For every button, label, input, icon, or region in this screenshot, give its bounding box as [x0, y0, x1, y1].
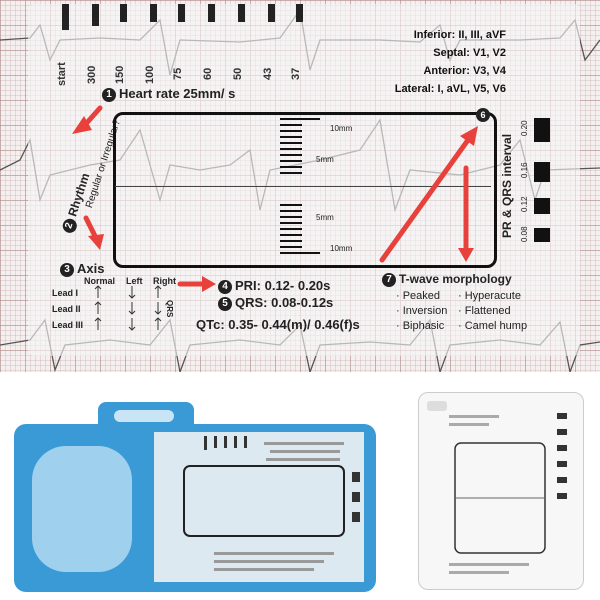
mm-label-upper: 5mm	[316, 155, 334, 164]
step-qrs-label: QRS: 0.08-0.12s	[235, 295, 334, 310]
scale-tick	[120, 4, 127, 22]
step-pri-label: PRI: 0.12- 0.20s	[235, 278, 331, 293]
scale-tick	[238, 4, 245, 22]
axis-header-right: Right	[153, 276, 176, 286]
scale-tick	[208, 4, 215, 22]
step-heart-rate-label: Heart rate 25mm/ s	[119, 86, 236, 101]
clear-ruler-card-photo	[418, 392, 584, 590]
baseline-line	[115, 186, 491, 187]
axis-arrows	[94, 285, 162, 331]
mm-label-lower: 5mm	[316, 213, 334, 222]
lead-groups: Inferior: II, III, aVF Septal: V1, V2 An…	[356, 26, 506, 98]
axis-row-lead-iii: Lead III	[52, 320, 84, 330]
twave-item: · Hyperacute	[458, 290, 521, 302]
measurement-window	[113, 112, 497, 268]
mm-label-top: 10mm	[330, 124, 353, 133]
lead-inferior: Inferior: II, III, aVF	[413, 29, 506, 41]
lead-anterior: Anterior: V3, V4	[423, 65, 506, 77]
scale-tick	[296, 4, 303, 22]
axis-row-lead-ii: Lead II	[52, 304, 81, 314]
scale-tick	[62, 4, 69, 30]
scale-tick	[150, 4, 157, 22]
ecg-ruler-card	[28, 4, 580, 356]
step-number: 7	[382, 272, 396, 287]
axis-row-lead-i: Lead I	[52, 288, 79, 298]
pr-bar	[534, 118, 550, 142]
step-number: 4	[218, 279, 232, 294]
axis-header-normal: Normal	[84, 276, 116, 286]
step-twave-label: T-wave morphology	[399, 272, 512, 286]
red-arrows	[72, 105, 478, 292]
twave-item: · Peaked	[396, 290, 441, 302]
scale-tick	[92, 4, 99, 26]
twave-item: · Flattened	[458, 305, 511, 317]
lead-lateral: Lateral: I, aVL, V5, V6	[394, 83, 506, 95]
mm-label-bottom: 10mm	[330, 244, 353, 253]
qtc-label: QTc: 0.35- 0.44(m)/ 0.46(f)s	[196, 317, 360, 332]
twave-item: · Camel hump	[458, 320, 528, 332]
step-six-badge: 6	[476, 108, 490, 122]
step-axis-label: Axis	[77, 261, 105, 276]
blue-holder-card-photo	[14, 402, 376, 592]
step-number: 3	[60, 262, 74, 277]
scale-tick	[178, 4, 185, 22]
lead-septal: Septal: V1, V2	[433, 47, 506, 59]
pr-bar	[534, 228, 550, 242]
step-number: 5	[218, 296, 232, 311]
step-number: 1	[102, 87, 116, 102]
scale-tick	[268, 4, 275, 22]
twave-item: · Inversion	[396, 305, 448, 317]
pr-bar	[534, 198, 550, 214]
axis-header-left: Left	[126, 276, 143, 286]
pr-bar	[534, 162, 550, 182]
twave-item: · Biphasic	[396, 320, 445, 332]
mm-scale	[280, 118, 320, 258]
